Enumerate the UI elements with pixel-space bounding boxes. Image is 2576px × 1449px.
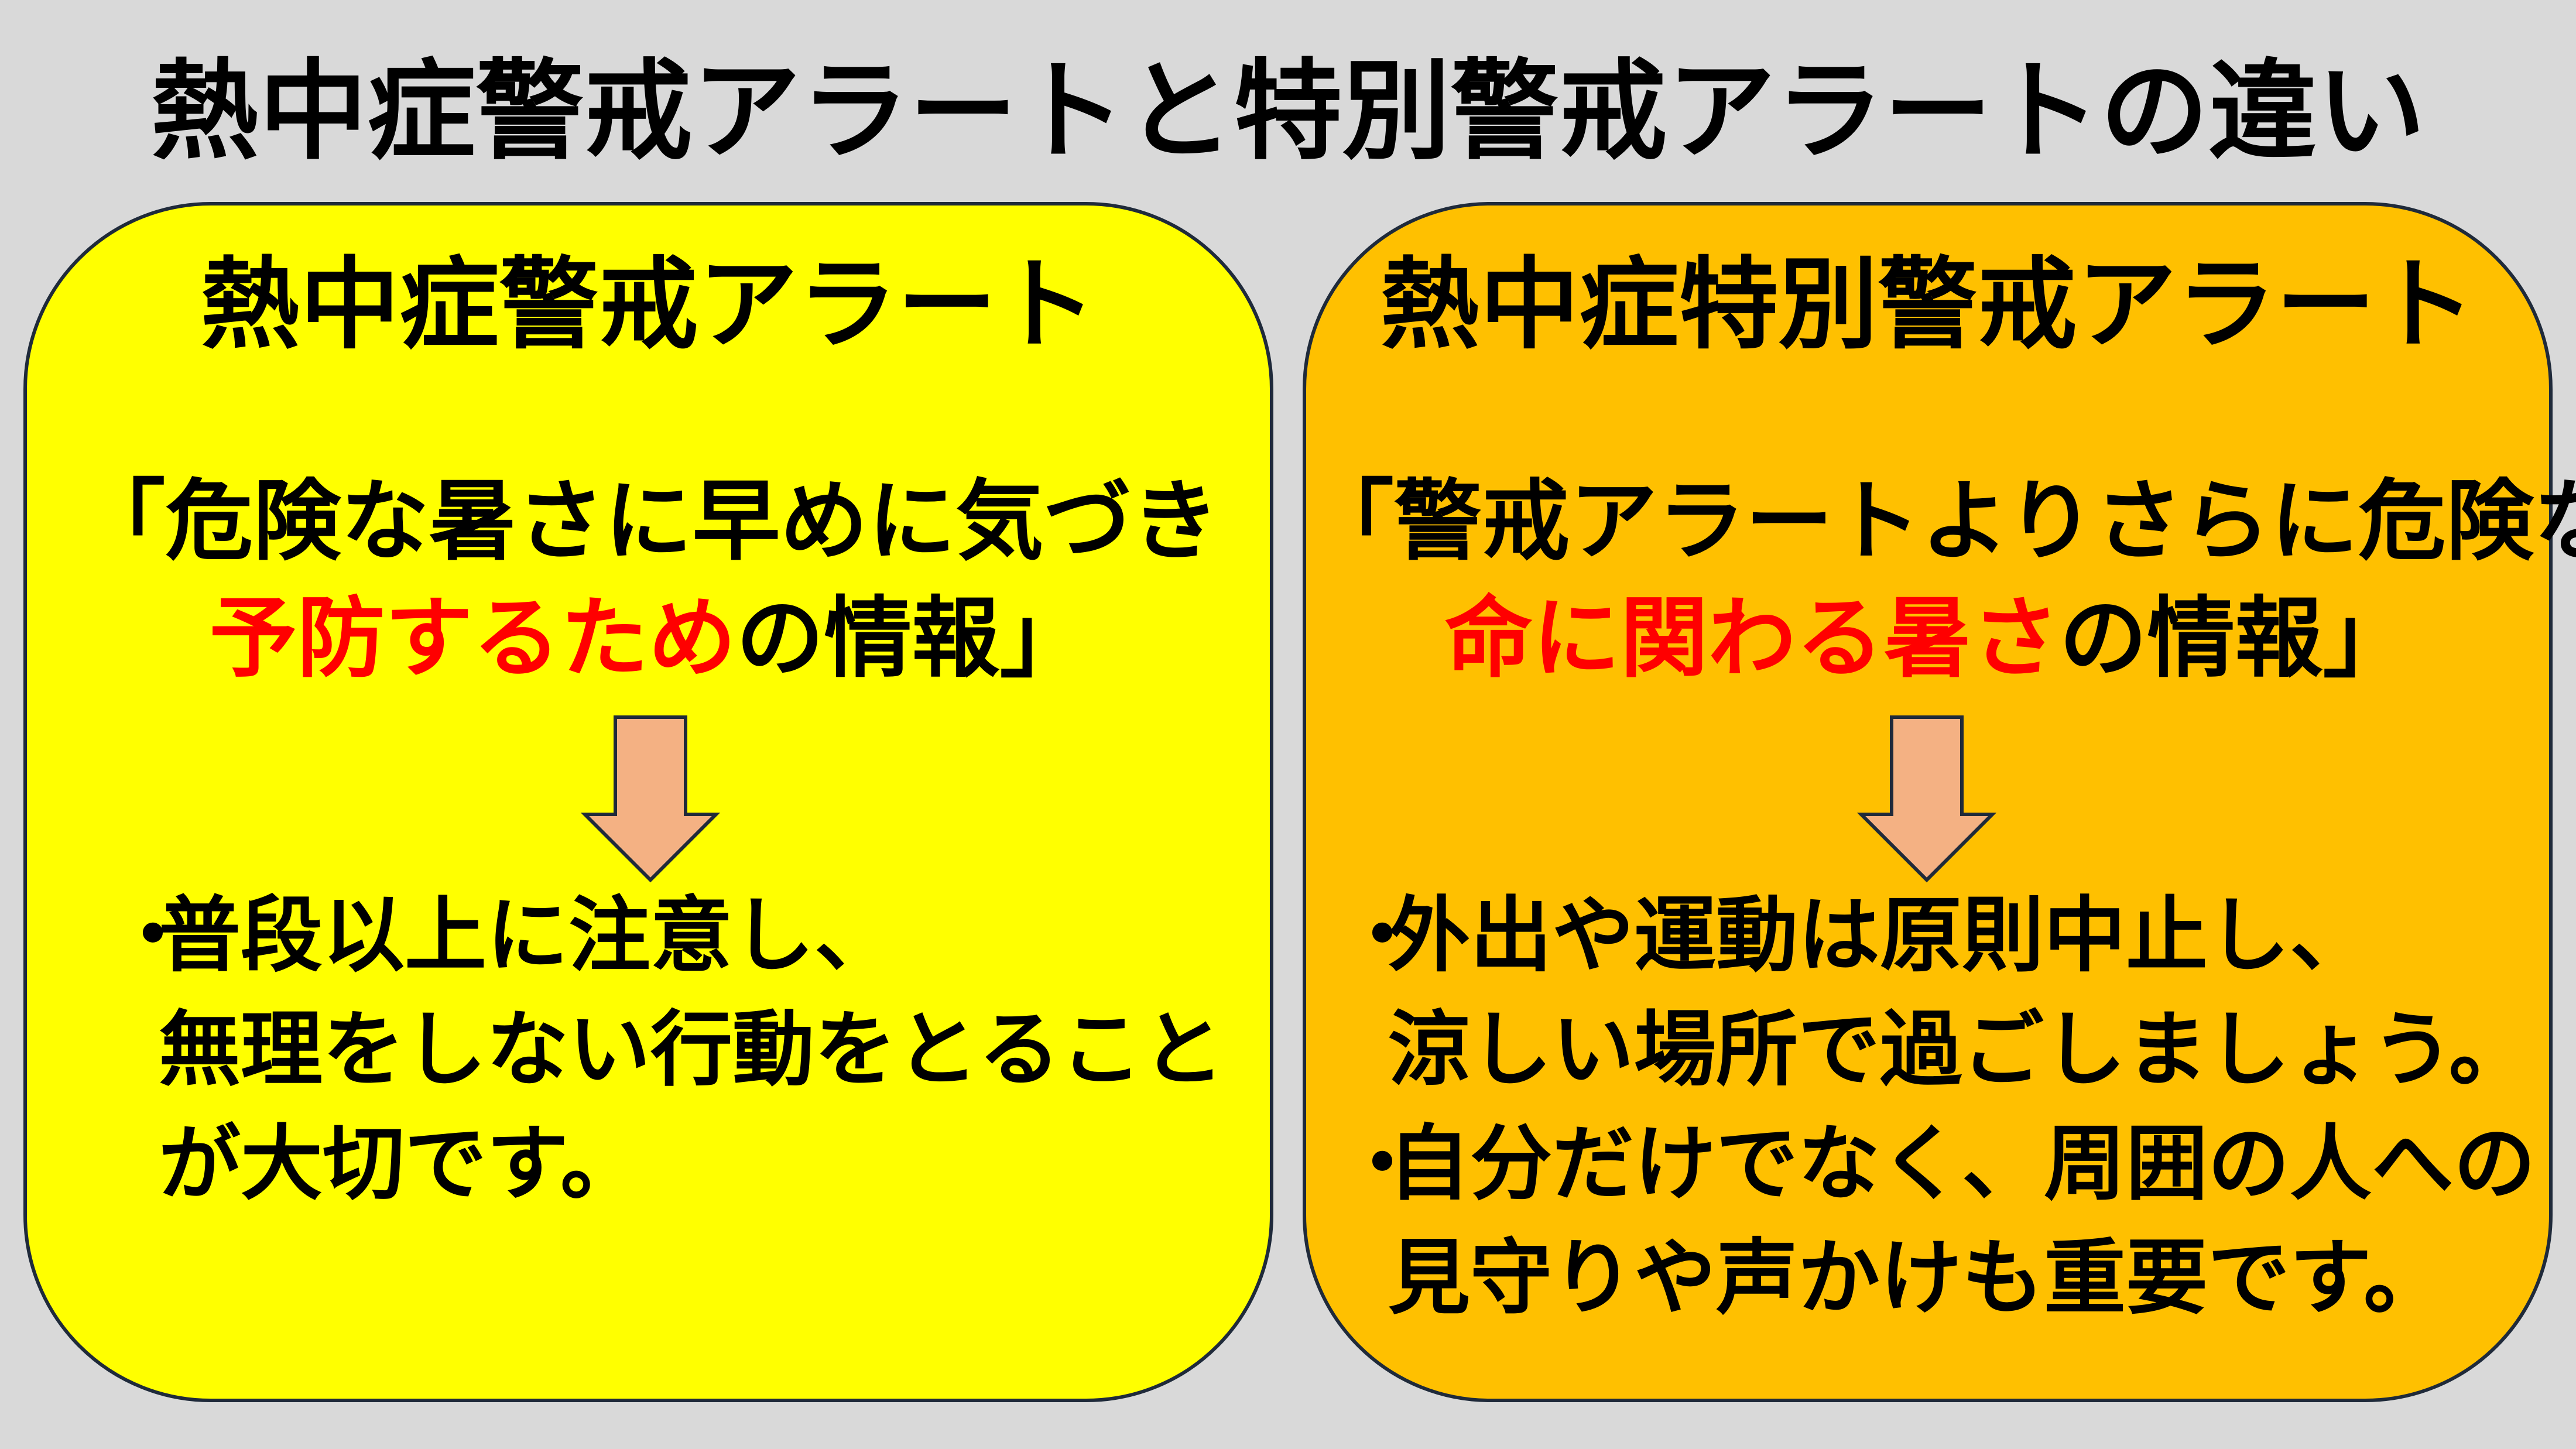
list-item: ・ 自分だけでなく、周囲の人への 見守りや声かけも重要です。 <box>1332 1107 2536 1335</box>
panel-heading: 熱中症警戒アラート <box>200 247 1097 363</box>
bullet-mark: ・ <box>1341 1116 1424 1212</box>
description-line: 予防するための情報」 <box>27 580 1270 697</box>
alert-description: 「危険な暑さに早めに気づき 予防するための情報」 <box>27 463 1270 697</box>
special-alert-panel: 熱中症特別警戒アラート 「警戒アラートよりさらに危険な 命に関わる暑さの情報」 … <box>1303 202 2576 1402</box>
action-list: ・ 外出や運動は原則中止し、 涼しい場所で過ごしましょう。 ・ 自分だけでなく、… <box>1332 879 2536 1335</box>
emphasis-text: 命に関わる暑さ <box>1444 588 2060 690</box>
list-item: ・ 普段以上に注意し、 無理をしない行動をとること が大切です。 <box>103 879 1224 1221</box>
description-line: 「危険な暑さに早めに気づき <box>77 471 1220 573</box>
action-list: ・ 普段以上に注意し、 無理をしない行動をとること が大切です。 <box>103 879 1224 1221</box>
list-item-line: 外出や運動は原則中止し、 <box>1388 888 2372 984</box>
alert-description: 「警戒アラートよりさらに危険な 命に関わる暑さの情報」 <box>1306 463 2576 697</box>
down-arrow-icon <box>1856 715 1997 883</box>
page-title: 熱中症警戒アラートと特別警戒アラートの違い <box>150 48 2426 174</box>
bullet-mark: ・ <box>1341 888 1424 984</box>
list-item-line: が大切です。 <box>159 1116 643 1212</box>
description-line: 命に関わる暑さの情報」 <box>1306 580 2549 697</box>
list-item: ・ 外出や運動は原則中止し、 涼しい場所で過ごしましょう。 <box>1332 879 2536 1107</box>
description-line: 「警戒アラートよりさらに危険な <box>1306 471 2576 573</box>
description-text: の情報」 <box>2059 588 2411 690</box>
panel-heading: 熱中症特別警戒アラート <box>1380 247 2475 363</box>
alert-panel: 熱中症警戒アラート 「危険な暑さに早めに気づき 予防するための情報」 ・ 普段以… <box>23 202 1273 1402</box>
list-item-line: 普段以上に注意し、 <box>159 888 897 984</box>
description-text: の情報」 <box>736 588 1088 690</box>
list-item-line: 無理をしない行動をとること <box>159 1002 1225 1098</box>
list-item-line: 見守りや声かけも重要です。 <box>1388 1231 2446 1326</box>
list-item-line: 自分だけでなく、周囲の人への <box>1388 1116 2536 1212</box>
emphasis-text: 予防するため <box>209 588 737 690</box>
down-arrow-icon <box>580 715 721 883</box>
bullet-mark: ・ <box>112 888 194 984</box>
list-item-line: 涼しい場所で過ごしましょう。 <box>1388 1002 2531 1098</box>
